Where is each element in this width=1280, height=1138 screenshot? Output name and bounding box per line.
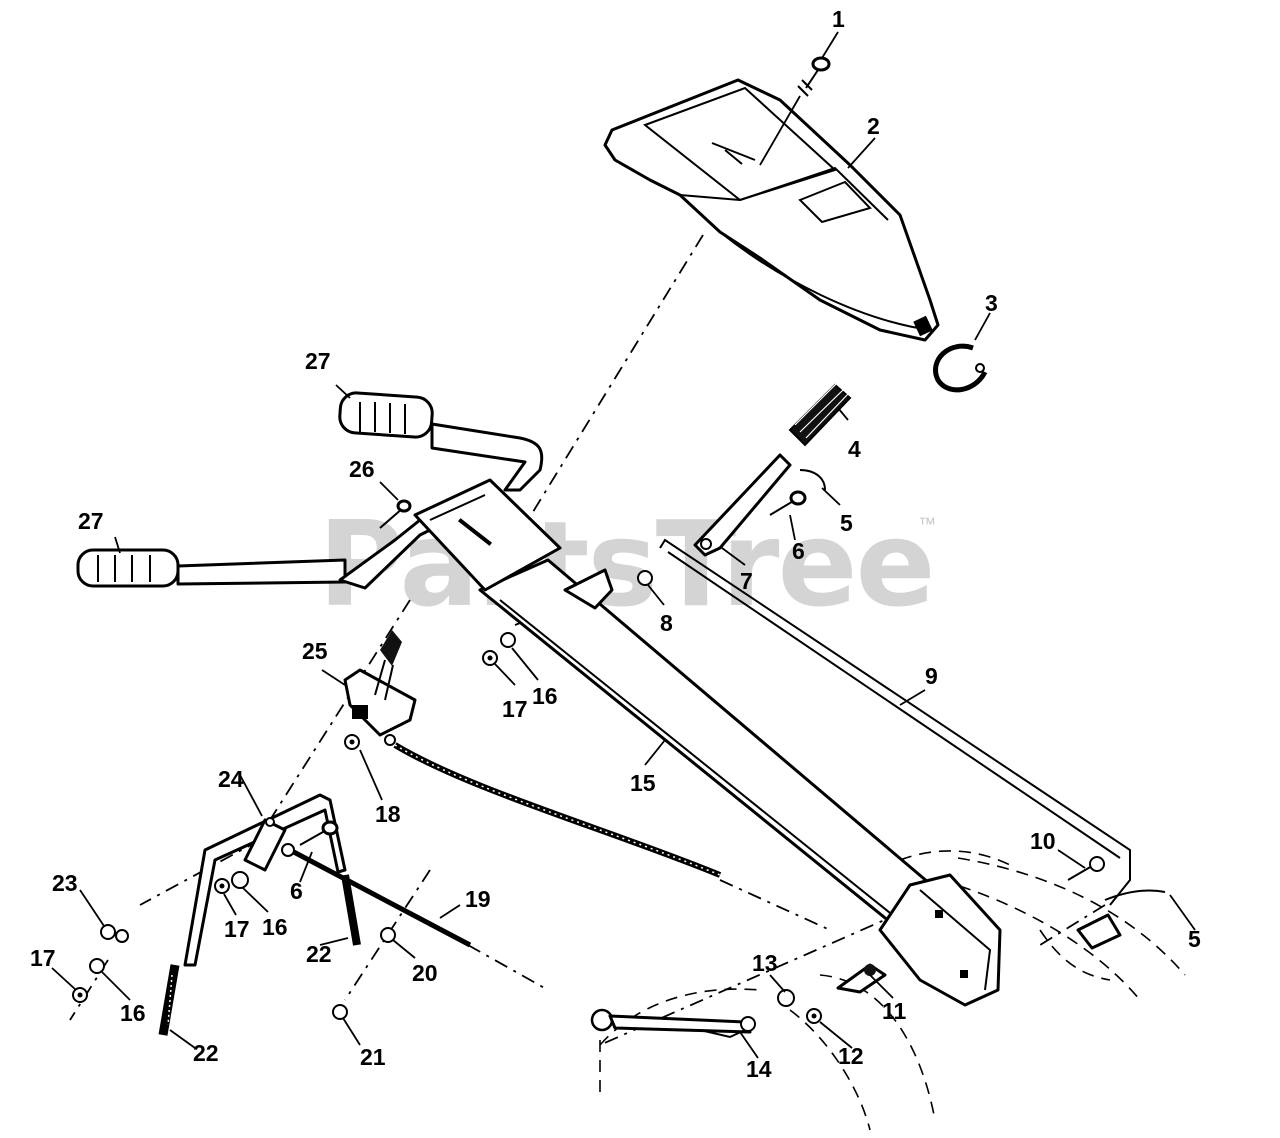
callout-16-upper: 16 bbox=[532, 683, 558, 709]
callout-6-lower: 6 bbox=[290, 878, 303, 904]
callout-21: 21 bbox=[360, 1044, 386, 1070]
spring-22-right bbox=[341, 874, 361, 946]
shield-guard bbox=[603, 78, 940, 342]
shift-lever bbox=[693, 453, 792, 557]
shift-rod bbox=[659, 538, 1131, 906]
rod-19 bbox=[281, 843, 472, 948]
cam-11 bbox=[836, 963, 887, 994]
retaining-ring bbox=[933, 343, 988, 393]
callout-20: 20 bbox=[412, 960, 438, 986]
callout-14: 14 bbox=[746, 1056, 772, 1082]
callout-17-upper: 17 bbox=[502, 696, 528, 722]
control-bracket bbox=[343, 630, 417, 746]
callout-23: 23 bbox=[52, 870, 78, 896]
callout-leaders bbox=[51, 31, 1196, 1059]
callout-11: 11 bbox=[882, 998, 907, 1024]
watermark-trademark: ™ bbox=[918, 514, 936, 534]
callout-3: 3 bbox=[985, 290, 998, 316]
callout-16-lower: 16 bbox=[120, 1000, 146, 1026]
callout-9: 9 bbox=[925, 663, 938, 689]
tube-bracket bbox=[878, 873, 1002, 1007]
callout-1: 1 bbox=[832, 6, 845, 32]
callout-5-lower: 5 bbox=[1188, 926, 1201, 952]
callout-12: 12 bbox=[838, 1043, 864, 1069]
callout-4: 4 bbox=[848, 436, 861, 462]
callout-16-mid: 16 bbox=[262, 914, 288, 940]
callout-17-mid: 17 bbox=[224, 916, 250, 942]
callout-18: 18 bbox=[375, 801, 401, 827]
clevis-rod-14 bbox=[590, 1008, 756, 1039]
callout-22-left: 22 bbox=[193, 1040, 219, 1066]
bolt-1 bbox=[759, 56, 831, 166]
callout-22-right: 22 bbox=[306, 941, 332, 967]
shift-knob bbox=[788, 379, 852, 447]
lever-hardware bbox=[637, 469, 826, 586]
callout-24: 24 bbox=[218, 766, 244, 792]
control-bail bbox=[183, 793, 347, 967]
callout-10: 10 bbox=[1030, 828, 1056, 854]
callout-6-upper: 6 bbox=[792, 538, 805, 564]
callout-13: 13 bbox=[752, 950, 778, 976]
callout-26: 26 bbox=[349, 456, 375, 482]
hardware-small bbox=[72, 499, 1166, 1024]
callout-25: 25 bbox=[302, 638, 328, 664]
callout-7: 7 bbox=[740, 568, 753, 594]
callout-15: 15 bbox=[630, 770, 656, 796]
callout-19: 19 bbox=[465, 886, 491, 912]
phantom-outline bbox=[599, 850, 1186, 1131]
control-cable bbox=[393, 742, 722, 878]
grip-lower bbox=[76, 548, 180, 588]
callout-17-lower: 17 bbox=[30, 945, 56, 971]
callout-2: 2 bbox=[867, 113, 880, 139]
spring-22-left bbox=[158, 964, 180, 1036]
callout-27-lower: 27 bbox=[78, 508, 104, 534]
callout-8: 8 bbox=[660, 610, 673, 636]
callout-27-upper: 27 bbox=[305, 348, 331, 374]
grip-upper bbox=[338, 391, 434, 439]
callout-5-upper: 5 bbox=[840, 510, 853, 536]
